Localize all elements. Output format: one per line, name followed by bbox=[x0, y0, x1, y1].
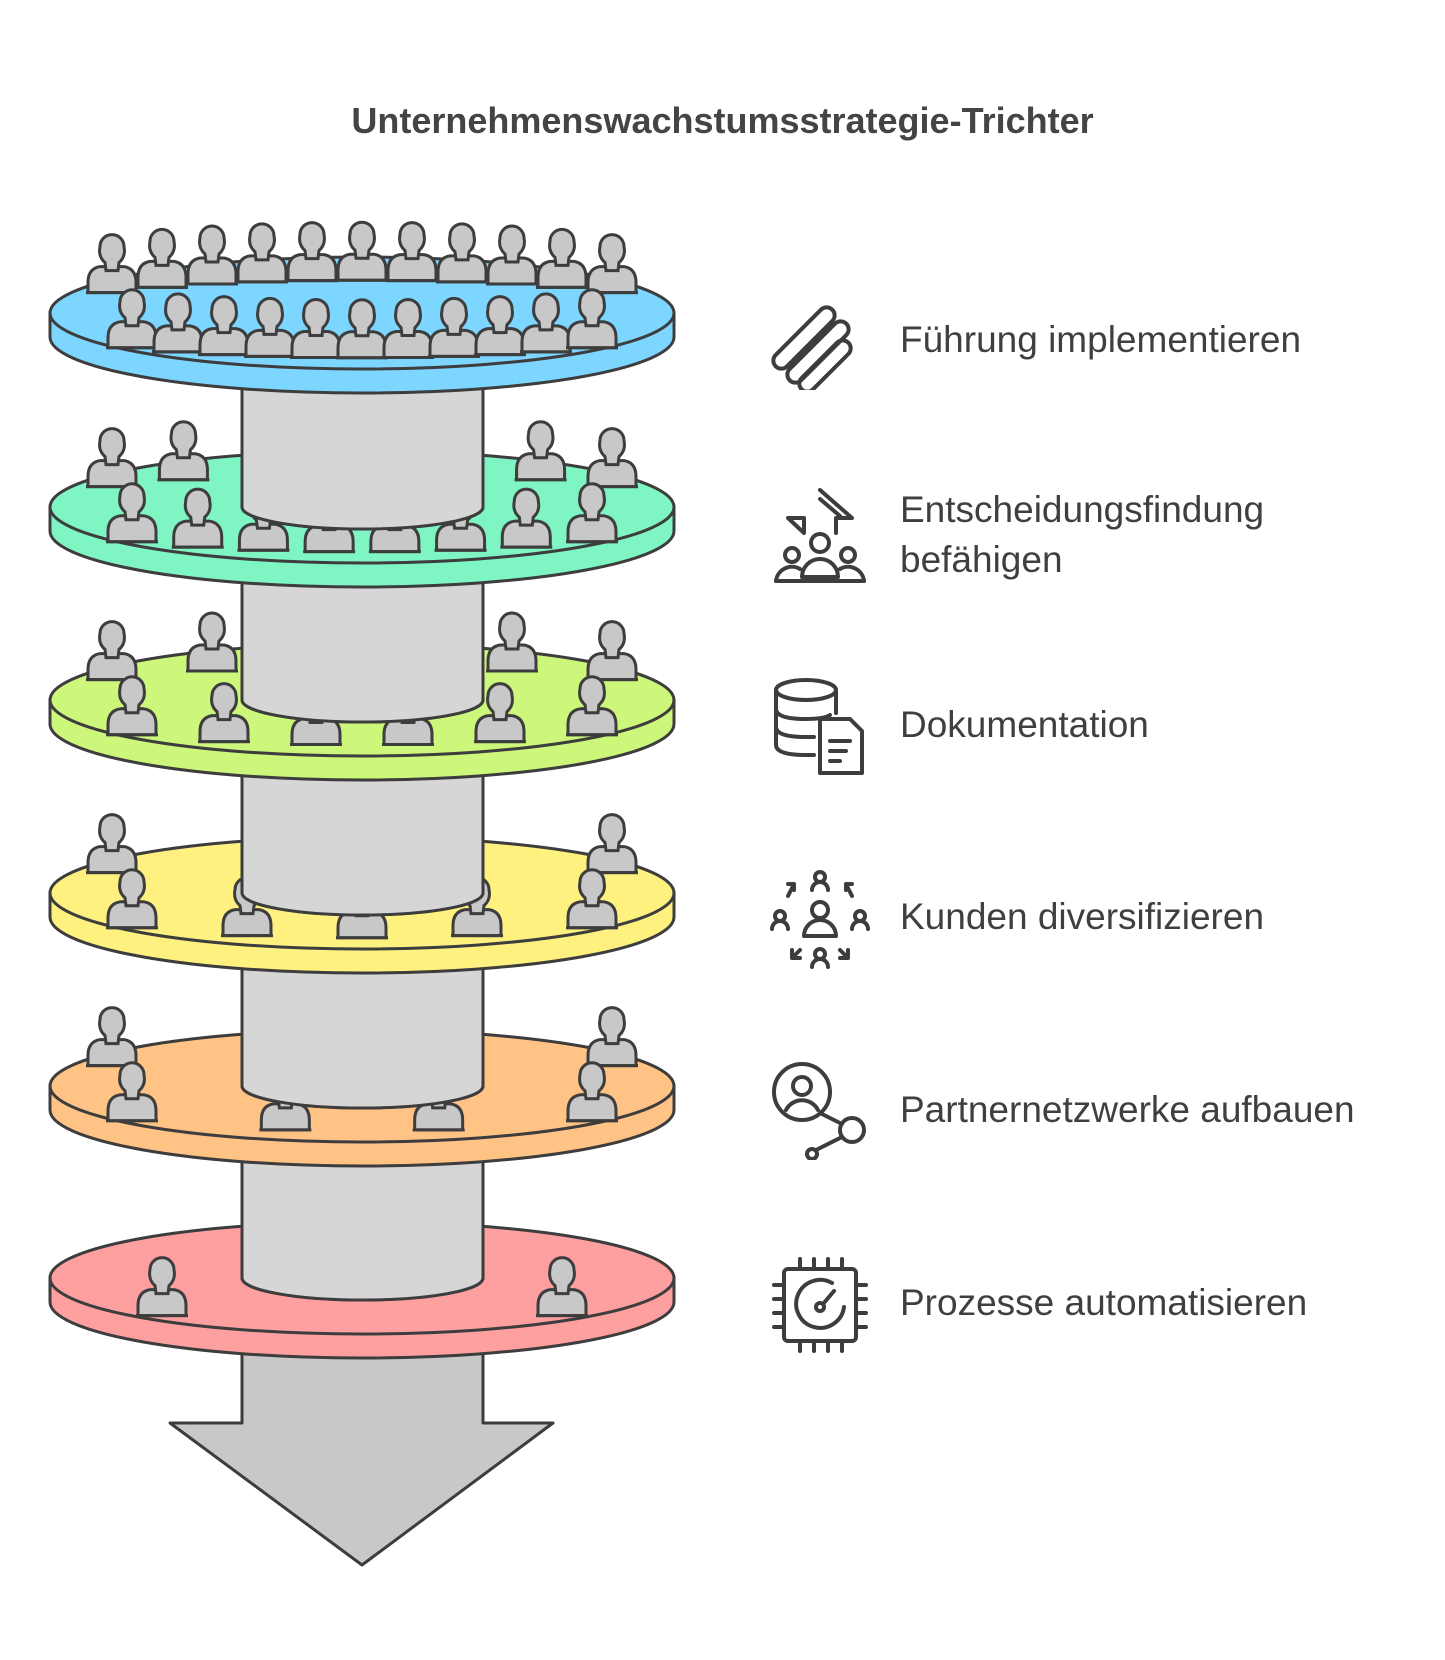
person-icon bbox=[157, 420, 210, 482]
stage-label-1: Führung implementieren bbox=[900, 319, 1302, 360]
person-icon bbox=[152, 292, 204, 354]
person-icon bbox=[586, 1006, 638, 1068]
person-icon bbox=[586, 233, 638, 295]
cpu-gauge-icon bbox=[772, 1257, 868, 1353]
person-icon bbox=[244, 296, 296, 358]
person-icon bbox=[290, 297, 342, 359]
database-document-icon bbox=[774, 678, 864, 775]
person-icon bbox=[566, 868, 618, 930]
person-icon bbox=[106, 1061, 158, 1123]
person-icon bbox=[566, 1061, 618, 1123]
person-icon bbox=[436, 222, 488, 284]
person-icon bbox=[106, 482, 158, 544]
stage-label-3: Dokumentation bbox=[900, 704, 1149, 745]
people-cycle-icon bbox=[770, 870, 870, 969]
person-icon bbox=[586, 427, 638, 489]
person-icon bbox=[286, 221, 338, 283]
person-icon bbox=[486, 224, 538, 286]
person-icon bbox=[500, 487, 553, 549]
person-icon bbox=[566, 288, 618, 350]
person-icon bbox=[106, 288, 158, 350]
person-icon bbox=[486, 611, 538, 673]
stage-label-6: Prozesse automatisieren bbox=[900, 1282, 1308, 1323]
user-network-icon bbox=[772, 1062, 866, 1160]
person-icon bbox=[236, 222, 288, 284]
person-icon bbox=[198, 682, 250, 744]
person-icon bbox=[514, 420, 567, 482]
person-icon bbox=[586, 813, 638, 875]
person-icon bbox=[566, 675, 618, 737]
stage-label-5: Partnernetzwerke aufbauen bbox=[900, 1089, 1355, 1130]
person-icon bbox=[86, 1006, 138, 1068]
person-icon bbox=[86, 233, 138, 295]
person-icon bbox=[186, 224, 238, 286]
diagram-title: Unternehmenswachstumsstrategie-Trichter bbox=[351, 100, 1094, 141]
person-icon bbox=[136, 1256, 188, 1318]
person-icon bbox=[86, 620, 138, 682]
person-icon bbox=[474, 682, 526, 744]
person-icon bbox=[106, 675, 158, 737]
person-icon bbox=[520, 292, 572, 354]
person-icon bbox=[86, 813, 138, 875]
strategy-slashes-icon bbox=[771, 305, 853, 390]
person-icon bbox=[106, 868, 158, 930]
person-icon bbox=[536, 227, 588, 289]
stage-label-4: Kunden diversifizieren bbox=[900, 896, 1265, 937]
person-icon bbox=[136, 227, 188, 289]
person-icon bbox=[566, 482, 618, 544]
person-icon bbox=[386, 221, 438, 283]
person-icon bbox=[86, 427, 138, 489]
person-icon bbox=[586, 620, 638, 682]
person-icon bbox=[336, 220, 388, 282]
person-icon bbox=[186, 611, 238, 673]
stage-label-2: Entscheidungsfindung befähigen bbox=[900, 489, 1265, 580]
team-up-arrow-icon bbox=[774, 488, 866, 583]
person-icon bbox=[536, 1256, 588, 1318]
person-icon bbox=[171, 487, 224, 549]
